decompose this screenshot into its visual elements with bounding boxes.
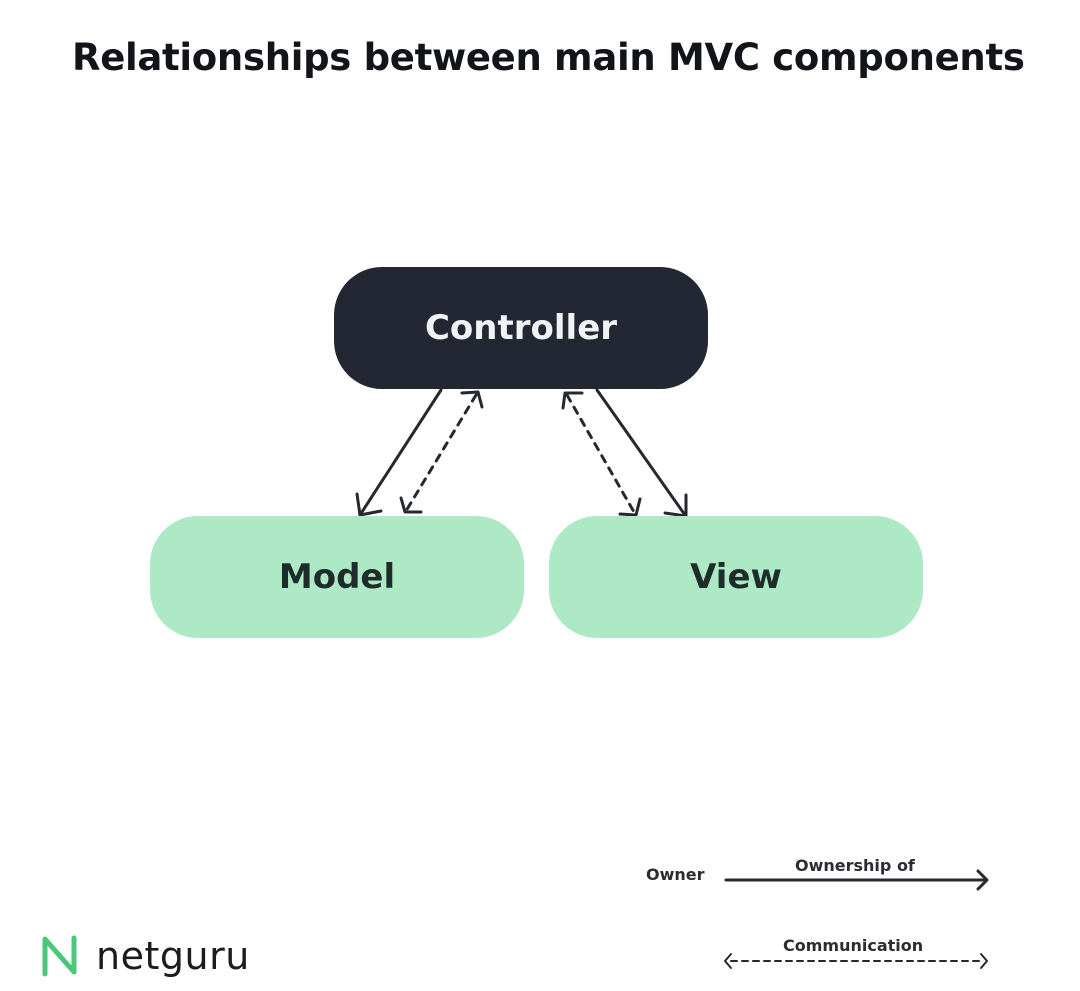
- model-node: Model: [150, 516, 524, 638]
- ownership-arrow-controller-view: [595, 388, 688, 518]
- controller-node: Controller: [334, 267, 708, 389]
- legend-communication-arrow: [724, 953, 988, 969]
- communication-arrow-controller-model: [399, 390, 484, 514]
- netguru-n-icon: [42, 935, 77, 977]
- view-node: View: [549, 516, 923, 638]
- diagram-title: Relationships between main MVC component…: [72, 36, 1025, 79]
- legend-communication-label: Communication: [783, 936, 924, 955]
- communication-arrow-controller-view: [561, 391, 642, 517]
- legend-ownership-arrow: [724, 869, 989, 891]
- legend-owner-label: Owner: [646, 865, 705, 884]
- model-label: Model: [278, 557, 396, 597]
- legend-ownership-label: Ownership of: [795, 856, 915, 875]
- controller-label: Controller: [424, 308, 618, 348]
- ownership-arrow-controller-model: [355, 388, 443, 517]
- brand-name: netguru: [96, 934, 250, 978]
- view-label: View: [690, 557, 782, 597]
- netguru-logo: netguru: [40, 934, 250, 978]
